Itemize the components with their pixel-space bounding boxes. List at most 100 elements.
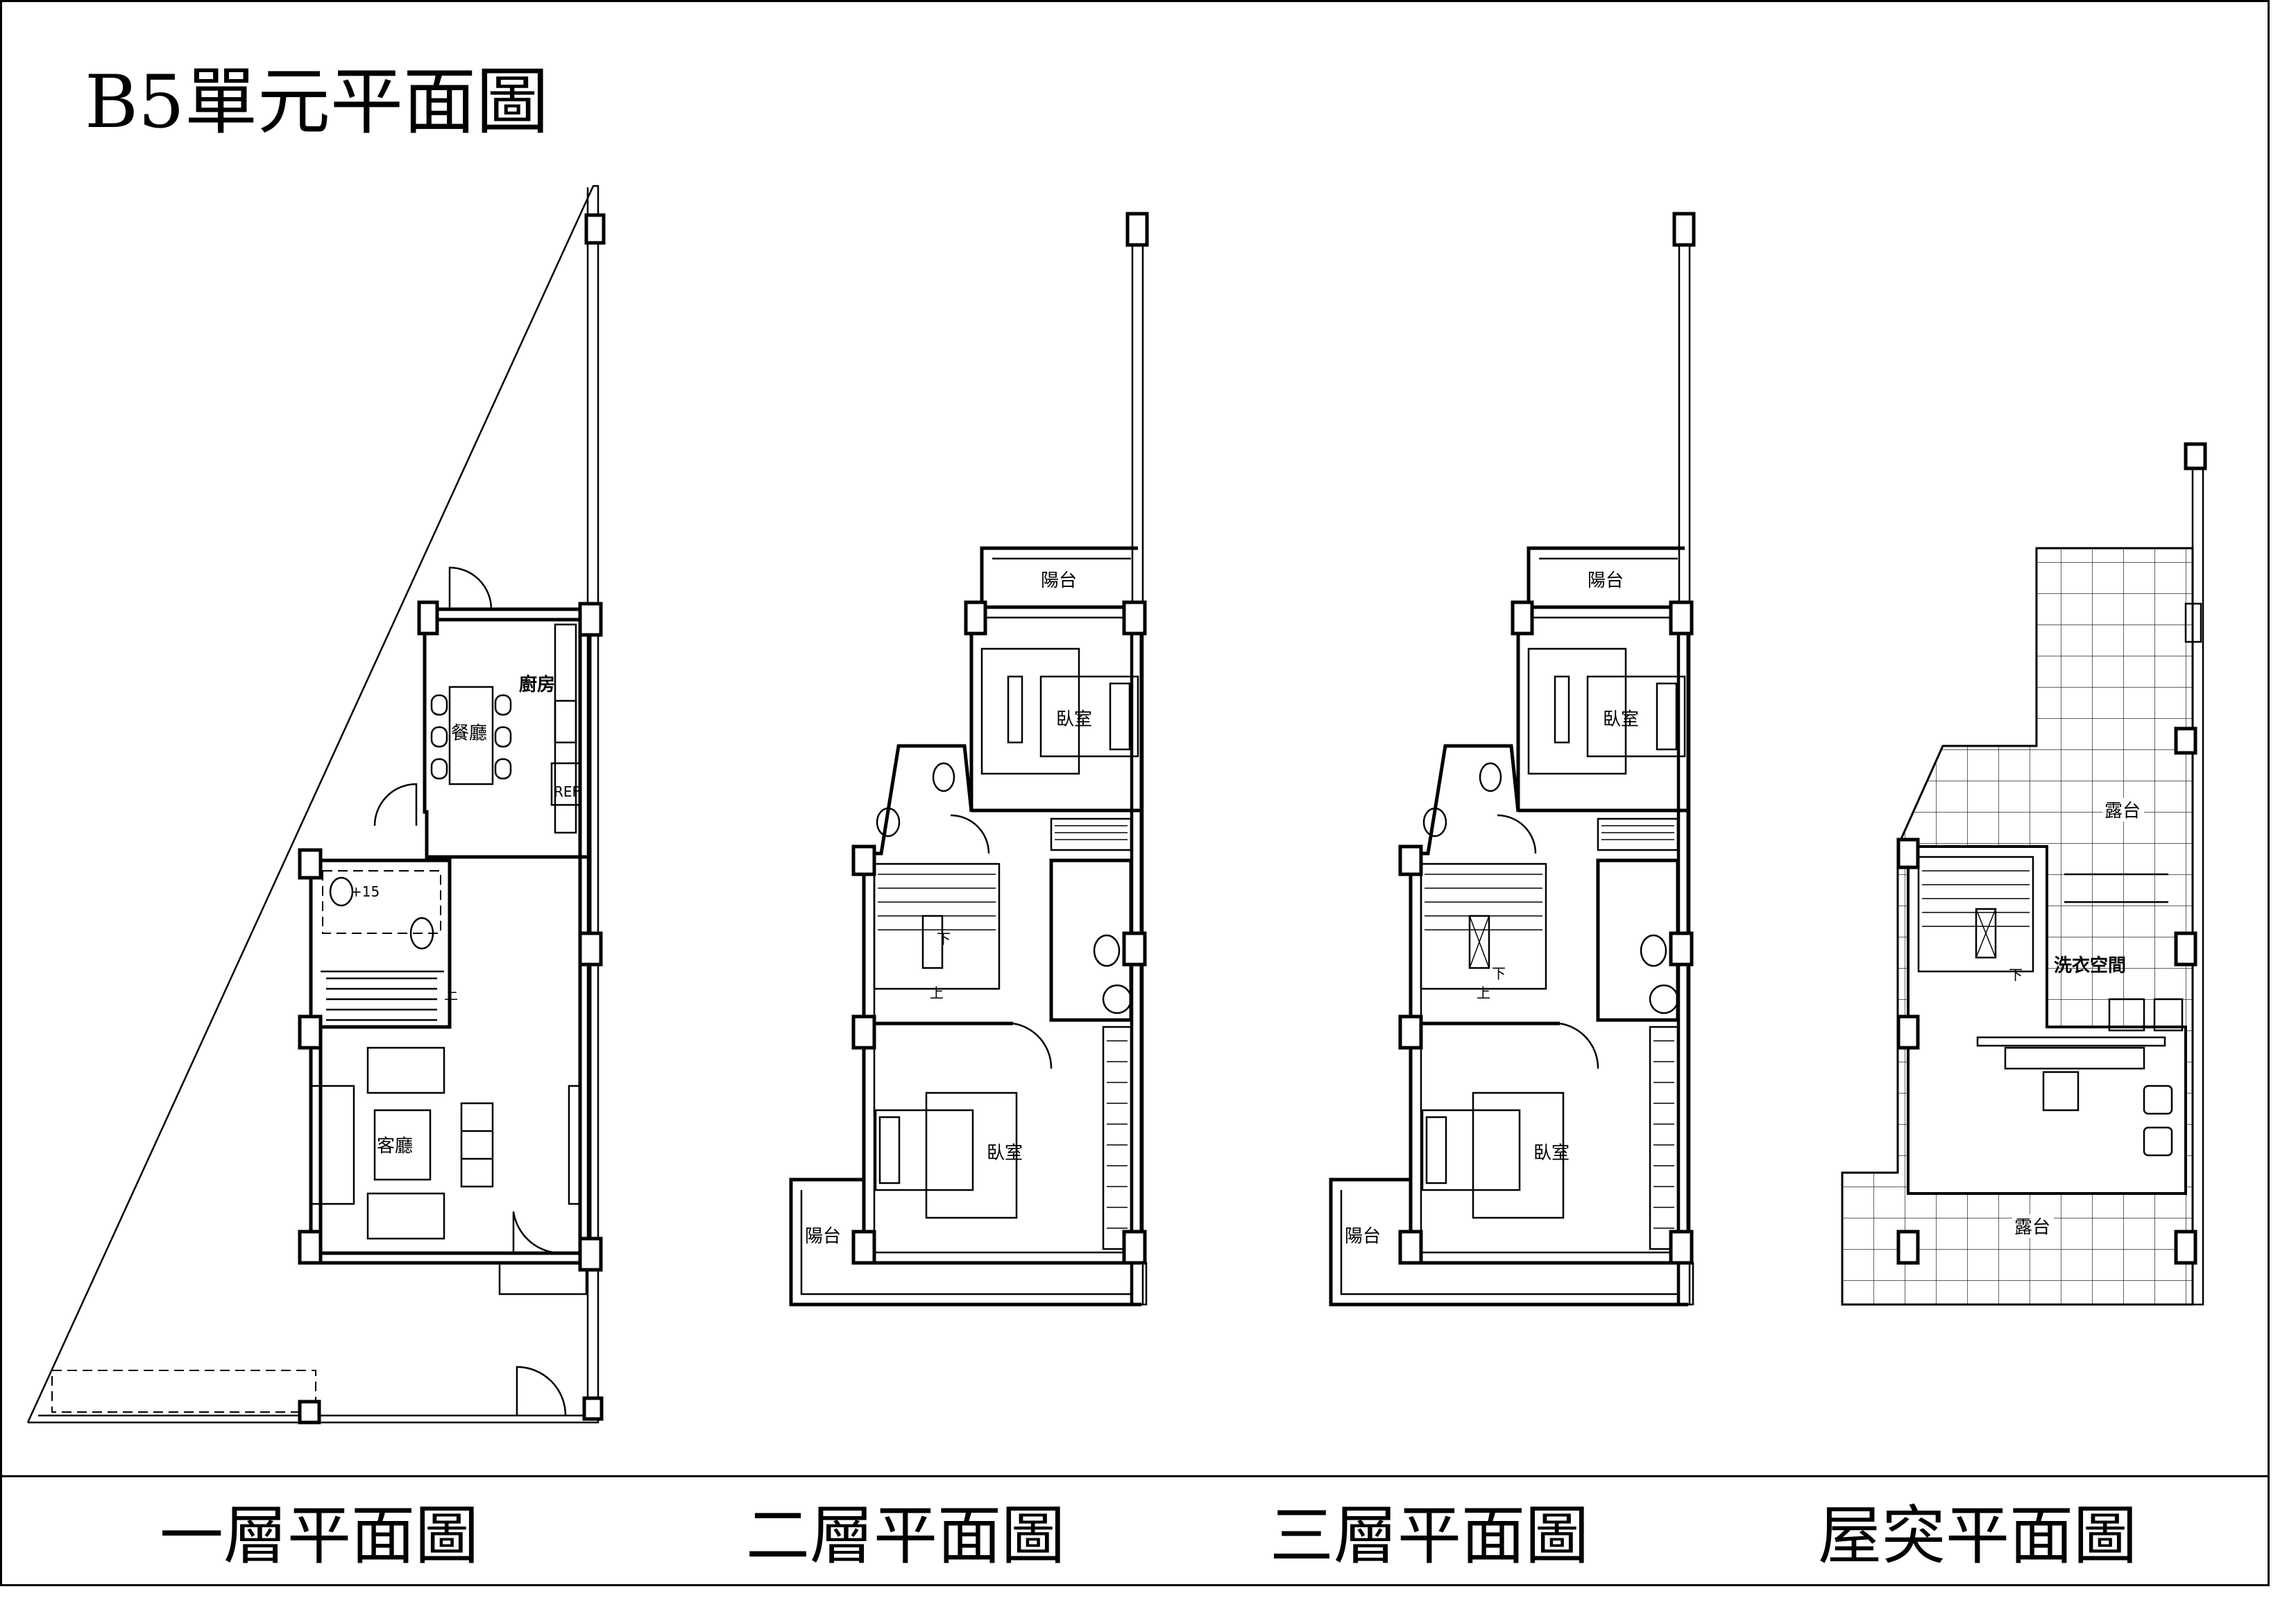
bed-top	[1586, 675, 1686, 758]
counter	[1976, 1036, 2166, 1047]
column	[578, 1237, 603, 1272]
dining-chair	[430, 726, 448, 748]
floor-1-gate-swing	[516, 1366, 567, 1416]
column	[1669, 600, 1694, 636]
kitchen-sink	[554, 699, 577, 744]
floor-1-side-door-swing	[373, 783, 418, 826]
floor-2-bottom-balcony-label: 陽台	[805, 1226, 841, 1247]
floor-1-entry-step	[498, 1261, 588, 1295]
column	[851, 1230, 876, 1265]
column	[1398, 1014, 1423, 1050]
column	[298, 848, 323, 880]
dining-chair	[494, 726, 512, 748]
washbasin	[329, 876, 354, 907]
desk	[1554, 675, 1570, 744]
floor-3-plan: 陽台 臥室 上 下	[1329, 212, 1696, 1307]
bedroom-bottom-outline	[925, 1091, 1018, 1219]
column	[1398, 844, 1423, 876]
column-lower	[2184, 602, 2202, 643]
wardrobe-hangers	[1653, 1040, 1674, 1229]
stair-core-cross	[1469, 915, 1490, 969]
laundry-sink	[2153, 998, 2184, 1032]
bottom-balcony-rail	[789, 1178, 1141, 1307]
coffee-table	[373, 1109, 432, 1181]
floor-3-stair-up-label: 上	[1477, 985, 1490, 1001]
toilet	[1640, 934, 1667, 967]
sofa-bottom	[366, 1192, 445, 1240]
roof-plan: 下 洗衣空間 露台 露台	[1841, 442, 2207, 1306]
column	[1672, 212, 1696, 247]
stair-core-cross	[1975, 908, 1996, 958]
bath-outline	[322, 870, 441, 934]
dining-chair	[430, 758, 448, 780]
floor-3-bottom-bedroom-label: 臥室	[1533, 1143, 1570, 1164]
bath-door-swing	[1497, 814, 1537, 854]
roof-stair-down-label: 下	[2009, 967, 2023, 983]
floor-2-bottom-bedroom-label: 臥室	[987, 1143, 1023, 1164]
column	[1669, 1230, 1694, 1265]
column	[1896, 1230, 1920, 1265]
washbasin	[876, 807, 901, 838]
bed-top-pillow	[1109, 682, 1131, 751]
floor-2-stair-down-label: 下	[937, 931, 951, 947]
column	[851, 1014, 876, 1050]
washing-machine	[2108, 998, 2145, 1032]
sofa-left	[309, 1085, 355, 1205]
kitchen-label: 廚房	[519, 674, 555, 695]
dining-label: 餐廳	[451, 723, 487, 744]
floor-3-top-bedroom-label: 臥室	[1603, 709, 1639, 730]
stool	[2143, 1085, 2173, 1115]
stair-well	[1420, 863, 1547, 990]
toilet	[932, 762, 955, 792]
closet-hangers	[1601, 825, 1674, 840]
column	[1669, 931, 1694, 967]
desk	[1007, 675, 1023, 744]
roof-label: 屋突平面圖	[1818, 1499, 2138, 1573]
sofa-top	[366, 1046, 445, 1094]
bed-bottom	[1421, 1109, 1521, 1191]
column	[584, 213, 606, 245]
parking-outline	[51, 1370, 316, 1413]
site-boundary	[26, 185, 599, 1424]
washbasin	[1102, 984, 1132, 1014]
top-balcony-rail	[1527, 546, 1685, 607]
desk	[2004, 1046, 2145, 1070]
column	[1896, 1014, 1920, 1050]
washbasin	[1649, 984, 1679, 1014]
toilet	[1093, 934, 1121, 967]
column	[417, 600, 439, 636]
floor-2-top-balcony-label: 陽台	[1041, 570, 1077, 591]
floor-3-bottom-balcony-label: 陽台	[1345, 1226, 1381, 1247]
column	[298, 1230, 323, 1265]
column	[1122, 600, 1147, 636]
bed-bottom-pillow	[1425, 1116, 1447, 1184]
column	[2174, 1230, 2197, 1265]
fridge	[550, 762, 581, 806]
column	[1122, 931, 1147, 967]
dining-chair	[494, 758, 512, 780]
column	[1125, 212, 1149, 247]
stair-well	[1917, 856, 2034, 973]
column	[1511, 600, 1534, 636]
bed-bottom-pillow	[878, 1116, 901, 1184]
floor-1-plan: +15 上 廚房 REF 餐廳	[26, 185, 606, 1425]
eave-line	[2191, 450, 2204, 1306]
column	[1398, 1230, 1423, 1265]
bed-top	[1039, 675, 1139, 758]
wardrobe	[1649, 1026, 1679, 1250]
stair-treads	[1425, 874, 1542, 931]
column	[2184, 442, 2207, 470]
floor-3-top-balcony-label: 陽台	[1588, 570, 1624, 591]
floor-1-level-label: +15	[350, 883, 380, 900]
bath-door-swing	[950, 814, 990, 854]
column-lower	[1676, 1261, 1694, 1306]
column	[578, 602, 603, 637]
floor-3-stair-down-label: 下	[1492, 965, 1506, 982]
living-label: 客廳	[377, 1136, 413, 1157]
closet-hangers	[1055, 825, 1128, 840]
floor-1-stair-up-label: 上	[444, 986, 458, 1003]
terrace-bottom-label-bg	[2012, 1214, 2054, 1238]
stair-core	[1975, 908, 1997, 959]
floor-1-entry-door-swing	[512, 1211, 563, 1255]
